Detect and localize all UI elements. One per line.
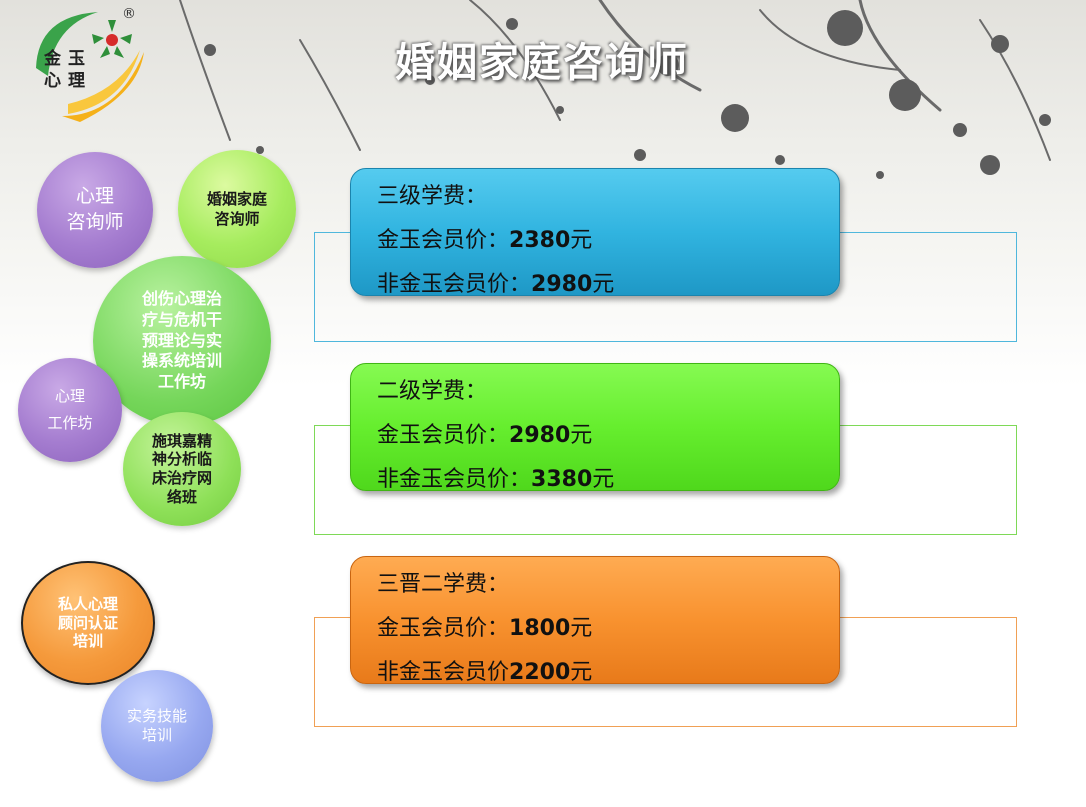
bubble-marriage-counselor[interactable]: 婚姻家庭 咨询师: [178, 150, 296, 268]
bubble-psych-workshop[interactable]: 心理 工作坊: [18, 358, 122, 462]
nonmember-price-row: 非金玉会员价2200元: [377, 653, 839, 697]
logo-char-li: 理: [68, 71, 85, 91]
fee-heading: 三级学费：: [377, 184, 488, 209]
fee-heading: 三晋二学费：: [377, 572, 510, 597]
nonmember-price-row: 非金玉会员价：2980元: [377, 265, 839, 309]
registered-mark: ®: [122, 6, 136, 22]
slide-title: 婚姻家庭咨询师: [395, 39, 689, 86]
nonmember-price-label: 非金玉会员价: [377, 660, 510, 685]
bubble-private-consultant[interactable]: 私人心理 顾问认证 培训: [21, 561, 155, 685]
nonmember-price-value: 2980: [531, 272, 593, 297]
member-price-label: 金玉会员价：: [377, 616, 510, 641]
nonmember-price-unit: 元: [570, 660, 593, 685]
member-price-value: 1800: [509, 616, 571, 641]
nonmember-price-label: 非金玉会员价：: [377, 272, 532, 297]
member-price-label: 金玉会员价：: [377, 228, 510, 253]
bubble-schiff-class[interactable]: 施琪嘉精 神分析临 床治疗网 络班: [123, 412, 241, 526]
logo-char-xin: 心: [44, 71, 61, 91]
logo-char-yu: 玉: [68, 49, 85, 69]
member-price-row: 金玉会员价：2980元: [377, 416, 839, 460]
fee-panel-level2: 二级学费： 金玉会员价：2980元 非金玉会员价：3380元: [350, 363, 840, 492]
nonmember-price-label: 非金玉会员价：: [377, 467, 532, 492]
nonmember-price-unit: 元: [592, 467, 615, 492]
nonmember-price-unit: 元: [592, 272, 615, 297]
member-price-unit: 元: [570, 616, 593, 641]
nonmember-price-value: 2200: [509, 660, 571, 685]
member-price-row: 金玉会员价：1800元: [377, 609, 839, 653]
member-price-value: 2980: [509, 423, 571, 448]
logo-emblem-icon: [36, 12, 144, 122]
member-price-unit: 元: [570, 228, 593, 253]
member-price-unit: 元: [570, 423, 593, 448]
fee-panel-level3: 三级学费： 金玉会员价：2380元 非金玉会员价：2980元: [350, 168, 840, 297]
bubble-trauma-workshop[interactable]: 创伤心理治 疗与危机干 预理论与实 操系统培训 工作坊: [93, 256, 271, 426]
logo-char-jin: 金: [44, 49, 61, 69]
member-price-value: 2380: [509, 228, 571, 253]
member-price-row: 金玉会员价：2380元: [377, 221, 839, 265]
member-price-label: 金玉会员价：: [377, 423, 510, 448]
fee-heading: 二级学费：: [377, 379, 488, 404]
nonmember-price-value: 3380: [531, 467, 593, 492]
bubble-psych-counselor[interactable]: 心理 咨询师: [37, 152, 153, 268]
bubble-practical-skills[interactable]: 实务技能 培训: [101, 670, 213, 782]
fee-panel-upgrade: 三晋二学费： 金玉会员价：1800元 非金玉会员价2200元: [350, 556, 840, 685]
ink-splatter-background: [179, 0, 1051, 179]
jinyu-logo: 金 玉 心 理 ®: [28, 6, 152, 122]
nonmember-price-row: 非金玉会员价：3380元: [377, 460, 839, 504]
